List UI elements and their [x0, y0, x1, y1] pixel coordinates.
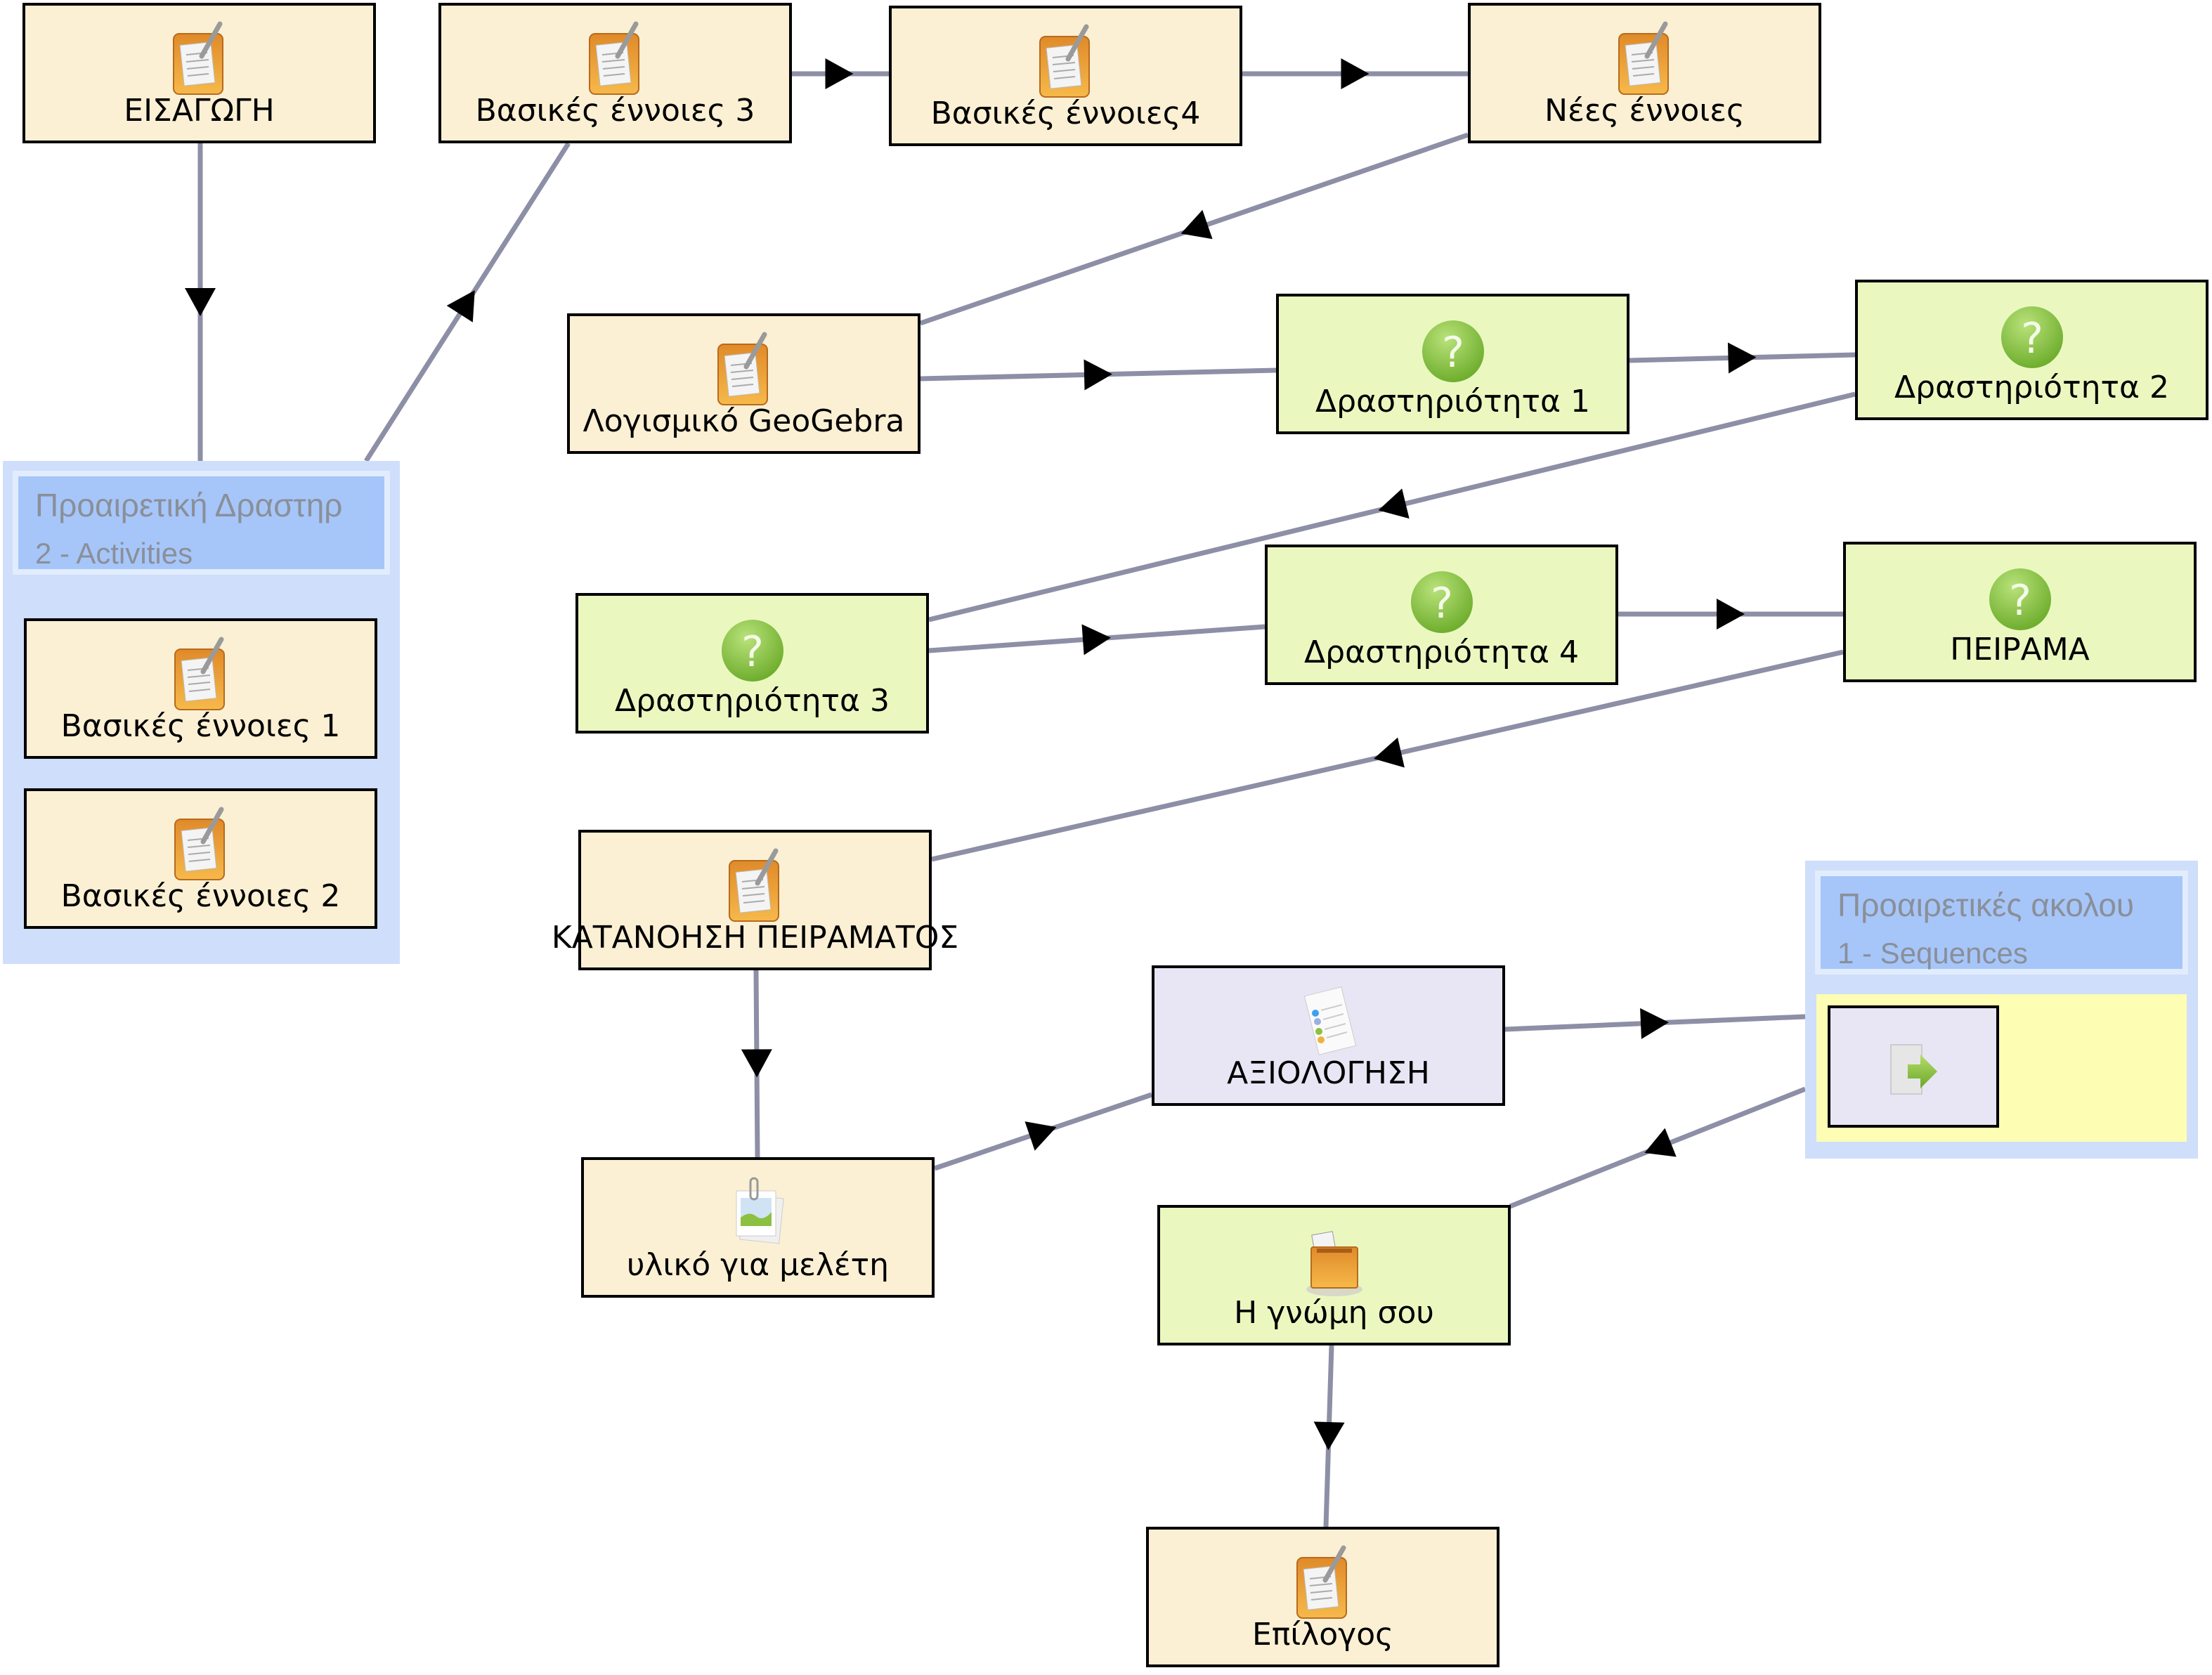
- activity-node-eisagogi[interactable]: ΕΙΣΑΓΩΓΗ: [22, 3, 376, 143]
- arrowhead-icon: [1373, 737, 1405, 768]
- node-label: Βασικές έννοιες 2: [60, 878, 341, 914]
- group-subtitle: 1 - Sequences: [1837, 937, 2028, 970]
- activity-node-epilogos[interactable]: Επίλογος: [1146, 1527, 1499, 1667]
- node-label: ΚΑΤΑΝΟΗΣΗ ΠΕΙΡΑΜΑΤΟΣ: [551, 920, 959, 956]
- checklist-icon: [1297, 982, 1360, 1060]
- arrowhead-icon: [1313, 1421, 1345, 1450]
- arrowhead-icon: [1180, 209, 1213, 240]
- group-title: Προαιρετικές ακολου: [1837, 887, 2135, 923]
- question-icon: [1410, 561, 1473, 639]
- activity-node-geogebra[interactable]: Λογισμικό GeoGebra: [567, 313, 920, 454]
- group-header: Προαιρετική Δραστηρ 2 - Activities: [13, 471, 390, 575]
- edge-drast3-to-drast4[interactable]: [928, 624, 1266, 656]
- activity-node-vasikes-2[interactable]: Βασικές έννοιες 2: [24, 788, 377, 929]
- edge-eisagogi-to-activities[interactable]: [185, 143, 216, 461]
- activity-node-peirama[interactable]: ΠΕΙΡΑΜΑ: [1843, 542, 2197, 682]
- optional-sequences-group[interactable]: Προαιρετικές ακολου 1 - Sequences: [1805, 861, 2198, 1159]
- edge-katanoisi-to-yliko[interactable]: [741, 969, 772, 1158]
- notebook-icon: [169, 805, 233, 882]
- activity-node-drastiriotita-4[interactable]: Δραστηριότητα 4: [1265, 545, 1618, 685]
- notebook-icon: [1613, 20, 1677, 97]
- notebook-icon: [584, 20, 647, 97]
- sequence-area: [1816, 994, 2187, 1142]
- node-label: Επίλογος: [1252, 1617, 1393, 1653]
- sequence-arrow-icon: [1874, 1029, 1951, 1107]
- group-subtitle: 2 - Activities: [35, 537, 193, 570]
- activity-node-gnomi-sou[interactable]: Η γνώμη σου: [1157, 1205, 1511, 1345]
- edge-vasikes3-to-vasikes4[interactable]: [790, 58, 889, 89]
- node-label: υλικό για μελέτη: [626, 1247, 890, 1283]
- node-label: Δραστηριότητα 2: [1894, 370, 2169, 405]
- edge-yliko-to-axiologisi[interactable]: [933, 1092, 1153, 1171]
- question-icon: [721, 610, 784, 687]
- arrowhead-icon: [1640, 1008, 1669, 1039]
- ballot-box-icon: [1303, 1222, 1366, 1299]
- arrowhead-icon: [1341, 58, 1370, 89]
- activity-node-drastiriotita-1[interactable]: Δραστηριότητα 1: [1276, 294, 1629, 434]
- notebook-icon: [1292, 1544, 1355, 1621]
- arrowhead-icon: [185, 288, 216, 316]
- node-label: Δραστηριότητα 1: [1315, 384, 1590, 419]
- edge-nees-to-geogebra[interactable]: [919, 132, 1469, 326]
- node-label: ΕΙΣΑΓΩΓΗ: [124, 93, 275, 129]
- edge-activities-to-vasikes3[interactable]: [364, 142, 571, 462]
- notebook-icon: [169, 635, 233, 712]
- activity-node-katanoisi-peiramatos[interactable]: ΚΑΤΑΝΟΗΣΗ ΠΕΙΡΑΜΑΤΟΣ: [552, 830, 958, 970]
- group-title: Προαιρετική Δραστηρ: [35, 487, 343, 523]
- node-label: Βασικές έννοιες 3: [475, 93, 755, 129]
- edge-axiologisi-to-sequences[interactable]: [1504, 1008, 1806, 1039]
- activity-node-vasikes-3[interactable]: Βασικές έννοιες 3: [438, 3, 792, 143]
- question-icon: [2000, 296, 2064, 374]
- group-header: Προαιρετικές ακολου 1 - Sequences: [1815, 871, 2188, 975]
- notebook-icon: [168, 20, 231, 97]
- node-label: Βασικές έννοιες4: [930, 96, 1201, 131]
- node-label: Δραστηριότητα 3: [615, 683, 890, 719]
- edge-gnomi-to-epilogos[interactable]: [1313, 1345, 1345, 1527]
- activity-node-vasikes-1[interactable]: Βασικές έννοιες 1: [24, 618, 377, 759]
- notebook-icon: [713, 330, 776, 408]
- edge-drast2-to-drast3[interactable]: [928, 391, 1856, 623]
- arrowhead-icon: [1084, 359, 1112, 391]
- arrowhead-icon: [1717, 599, 1745, 630]
- node-label: Λογισμικό GeoGebra: [583, 403, 905, 439]
- edge-vasikes4-to-nees[interactable]: [1242, 58, 1468, 89]
- arrowhead-icon: [1378, 488, 1410, 519]
- edge-peirama-to-katanoisi[interactable]: [931, 649, 1844, 862]
- arrowhead-icon: [1727, 342, 1757, 374]
- edge-geogebra-to-drast1[interactable]: [920, 359, 1277, 391]
- arrowhead-icon: [446, 290, 475, 322]
- arrowhead-icon: [1081, 624, 1111, 656]
- activity-node-nees-ennoies[interactable]: Νέες έννοιες: [1468, 3, 1821, 143]
- edge-drast4-to-peirama[interactable]: [1618, 599, 1843, 630]
- activity-node-drastiriotita-2[interactable]: Δραστηριότητα 2: [1855, 280, 2208, 420]
- arrowhead-icon: [741, 1049, 772, 1078]
- node-label: Δραστηριότητα 4: [1304, 634, 1579, 670]
- notebook-icon: [724, 847, 787, 924]
- sequence-item[interactable]: [1828, 1005, 1999, 1128]
- arrowhead-icon: [1024, 1121, 1057, 1151]
- activity-node-yliko-meleti[interactable]: υλικό για μελέτη: [581, 1157, 935, 1298]
- image-gallery-icon: [727, 1174, 790, 1251]
- node-label: Νέες έννοιες: [1544, 93, 1745, 129]
- optional-activities-group[interactable]: Προαιρετική Δραστηρ 2 - Activities Βασικ…: [3, 461, 400, 964]
- activity-node-drastiriotita-3[interactable]: Δραστηριότητα 3: [575, 593, 929, 734]
- node-label: Βασικές έννοιες 1: [60, 708, 341, 744]
- question-icon: [1421, 311, 1485, 388]
- arrowhead-icon: [825, 58, 854, 89]
- node-label: ΑΞΙΟΛΟΓΗΣΗ: [1227, 1055, 1430, 1091]
- question-icon: [1989, 559, 2052, 636]
- node-label: Η γνώμη σου: [1234, 1295, 1434, 1331]
- notebook-icon: [1034, 22, 1098, 100]
- node-label: ΠΕΙΡΑΜΑ: [1950, 632, 2090, 667]
- activity-node-axiologisi[interactable]: ΑΞΙΟΛΟΓΗΣΗ: [1152, 965, 1505, 1106]
- arrowhead-icon: [1644, 1128, 1677, 1157]
- edge-sequences-to-gnomi[interactable]: [1509, 1086, 1807, 1209]
- activity-node-vasikes-4[interactable]: Βασικές έννοιες4: [889, 6, 1242, 146]
- edge-drast1-to-drast2[interactable]: [1629, 342, 1856, 374]
